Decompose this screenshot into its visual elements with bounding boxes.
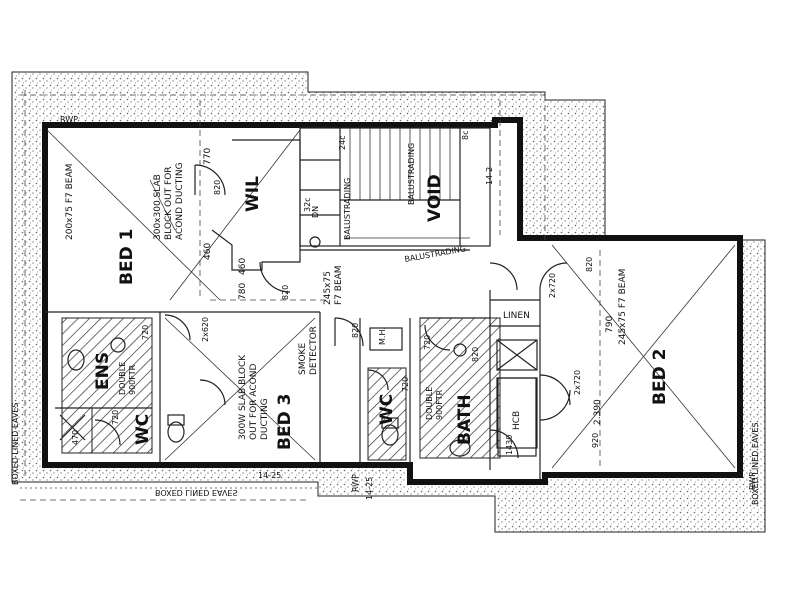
dim-14-25b: 14-25 [258,471,281,480]
dim-720-ens: 720 [141,325,150,340]
staircase [299,127,491,251]
dim-24c: 24c [338,135,347,150]
label-ens: ENS [93,352,113,390]
note-beam-hall: 245x75 F7 BEAM [323,265,344,305]
dimension-labels: 770 820 460 780 460 820 820 820 2x720 72… [71,131,615,501]
note-rwp-right: RWP [748,472,757,490]
wet-area-hatching [61,317,501,461]
note-balustrading-2: BALUSTRADING [343,178,352,240]
label-void: VOID [425,174,445,222]
door-swings [94,164,571,459]
label-bath: BATH [455,394,475,445]
fixtures [59,236,538,457]
dim-820-hall: 820 [281,285,290,300]
plan-notes: 300x300 SLAB BLOCK OUT FOR ACOND DUCTING… [11,115,760,505]
dim-720-bath: 720 [423,335,432,350]
roof-lines [20,90,736,501]
dim-14-2: 14-2 [485,167,494,185]
dim-32c: 32c [303,197,312,212]
note-mh: M.H. [378,327,387,345]
dim-920: 920 [591,433,600,448]
dim-460: 460 [203,243,213,260]
label-wc-main: WC [377,394,397,425]
label-bed2: BED 2 [650,349,670,405]
note-boxed-eaves-right: BOXED LINED EAVES [751,422,760,505]
dim-720-bed2b: 2x720 [573,370,582,395]
dim-820-hall2: 820 [351,323,360,338]
label-bed3: BED 3 [275,394,295,450]
note-rwp-bottom: RWP [351,474,360,492]
dim-720-wc-ens: 720 [111,410,120,425]
note-boxed-eaves-bottom: BOXED LINED EAVES [155,488,238,497]
label-linen: LINEN [503,311,530,321]
dim-820-wil: 820 [213,180,222,195]
note-dn: DN [311,206,320,218]
note-beam-bed2: 245x75 F7 BEAM [618,269,628,345]
label-wc-ens: WC [133,414,153,445]
dim-1430: 1430 [505,435,514,455]
dim-820-bed2: 820 [585,257,594,272]
dim-720-wc: 720 [401,377,410,392]
note-shower-ens: DOUBLE 900FTR [118,359,137,395]
label-bed1: BED 1 [117,229,137,285]
dim-720-bed2: 2x720 [548,273,557,298]
note-smoke-detector: SMOKE DETECTOR [298,326,319,375]
note-beam-bed1: 200x75 F7 BEAM [65,164,75,240]
label-wil: WIL [243,176,263,212]
note-boxed-eaves-left: BOXED LINED EAVES [11,402,20,485]
dim-2390: 2.390 [593,399,603,425]
dim-770: 770 [203,148,213,165]
dim-820-bath: 820 [471,347,480,362]
note-shower-bath: DOUBLE 900FTR [425,384,444,420]
room-labels: BED 1 BED 2 BED 3 WIL ENS WC WC BATH VOI… [93,174,670,450]
label-hcb: HCB [512,411,522,430]
dim-14-25: 14-25 [365,477,374,500]
dim-460b: 460 [238,258,248,275]
dim-720-ens-door: 2x620 [201,317,210,342]
dim-790: 790 [605,316,615,333]
note-slab-bed3: 300W SLAB BLOCK OUT FOR ACOND DUCTING [238,352,270,440]
dim-780: 780 [238,283,248,300]
dim-8c: 8c [461,131,470,141]
note-rwp-left: RWP [60,115,78,124]
note-balustrading-1: BALUSTRADING [407,143,416,205]
dim-470: 470 [71,430,80,445]
note-slab-bed1: 300x300 SLAB BLOCK OUT FOR ACOND DUCTING [153,162,185,240]
